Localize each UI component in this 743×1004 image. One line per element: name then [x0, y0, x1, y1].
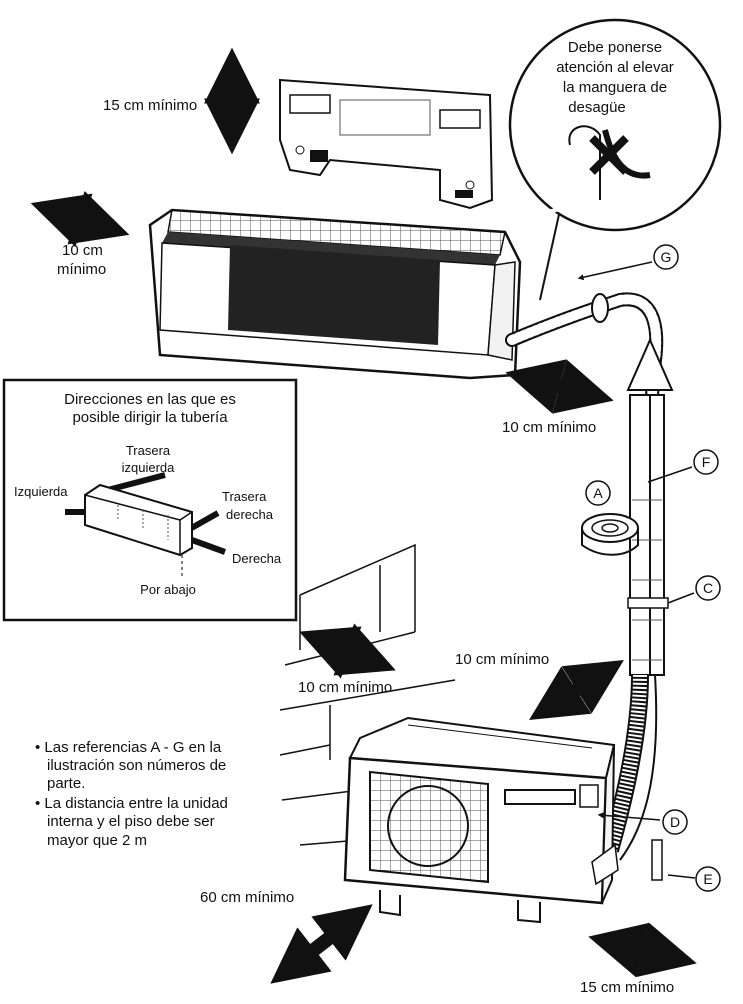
label-left-clearance-1: 10 cm [62, 242, 103, 259]
part-ref-e-label: E [703, 871, 712, 887]
arrow-outdoor-right [529, 660, 624, 720]
arrow-side [588, 922, 697, 978]
dir-bottom: Por abajo [140, 582, 196, 597]
note-2-line-1: • La distancia entre la unidad [35, 795, 228, 812]
note-2-line-3: mayor que 2 m [47, 832, 147, 849]
arrow-right-indoor [505, 359, 614, 414]
x-mark-icon [589, 135, 629, 175]
mounting-plate [279, 78, 494, 210]
note-2-line-2: interna y el piso debe ser [47, 813, 215, 830]
part-ref-d: D [597, 809, 688, 835]
note-1-line-2: ilustración son números de [47, 757, 226, 774]
pipe-direction-box: Direcciones en las que es posible dirigi… [2, 378, 298, 622]
note-1-line-1: • Las referencias A - G en la [35, 739, 222, 756]
part-ref-a: A [585, 480, 611, 506]
notes: • Las referencias A - G en la ilustració… [35, 739, 228, 849]
direction-box-title-1: Direcciones en las que es [64, 391, 236, 408]
dir-rear-left-2: izquierda [122, 460, 176, 475]
callout-line-4: desagüe [568, 99, 626, 116]
label-outdoor-right-clearance: 10 cm mínimo [455, 651, 549, 668]
callout-line-1: Debe ponerse [568, 39, 662, 56]
clearance-arrows [30, 47, 697, 984]
part-ref-e: E [667, 866, 721, 892]
wall [279, 543, 456, 846]
piping [505, 292, 674, 881]
label-side-clearance: 15 cm mínimo [580, 979, 674, 996]
label-top-clearance: 15 cm mínimo [103, 97, 197, 114]
part-ref-g: G [577, 244, 679, 281]
dir-rear-right-1: Trasera [222, 489, 267, 504]
dir-left: Izquierda [14, 484, 68, 499]
outdoor-unit [343, 716, 619, 924]
arrow-left [30, 191, 130, 247]
tape-roll [581, 513, 639, 556]
part-ref-c-label: C [703, 580, 713, 596]
indoor-unit [148, 208, 522, 380]
part-ref-a-label: A [593, 485, 603, 501]
note-1-line-3: parte. [47, 775, 85, 792]
label-wall-clearance: 10 cm mínimo [298, 679, 392, 696]
part-ref-f: F [647, 449, 719, 483]
part-ref-c: C [667, 575, 721, 604]
label-left-clearance-2: mínimo [57, 261, 106, 278]
label-right-indoor-clearance: 10 cm mínimo [502, 419, 596, 436]
drain-hose-callout: Debe ponerse atención al elevar la mangu… [508, 18, 722, 301]
callout-line-2: atención al elevar [556, 59, 674, 76]
part-ref-d-label: D [670, 814, 680, 830]
part-ref-g-label: G [661, 249, 672, 265]
direction-box-title-2: posible dirigir la tubería [72, 409, 228, 426]
part-ref-f-label: F [702, 454, 711, 470]
label-front-clearance: 60 cm mínimo [200, 889, 294, 906]
dir-rear-left-1: Trasera [126, 443, 171, 458]
arrow-wall [299, 623, 396, 679]
dir-right: Derecha [232, 551, 282, 566]
callout-line-3: la manguera de [563, 79, 667, 96]
arrow-front [270, 904, 373, 984]
dir-rear-right-2: derecha [226, 507, 274, 522]
